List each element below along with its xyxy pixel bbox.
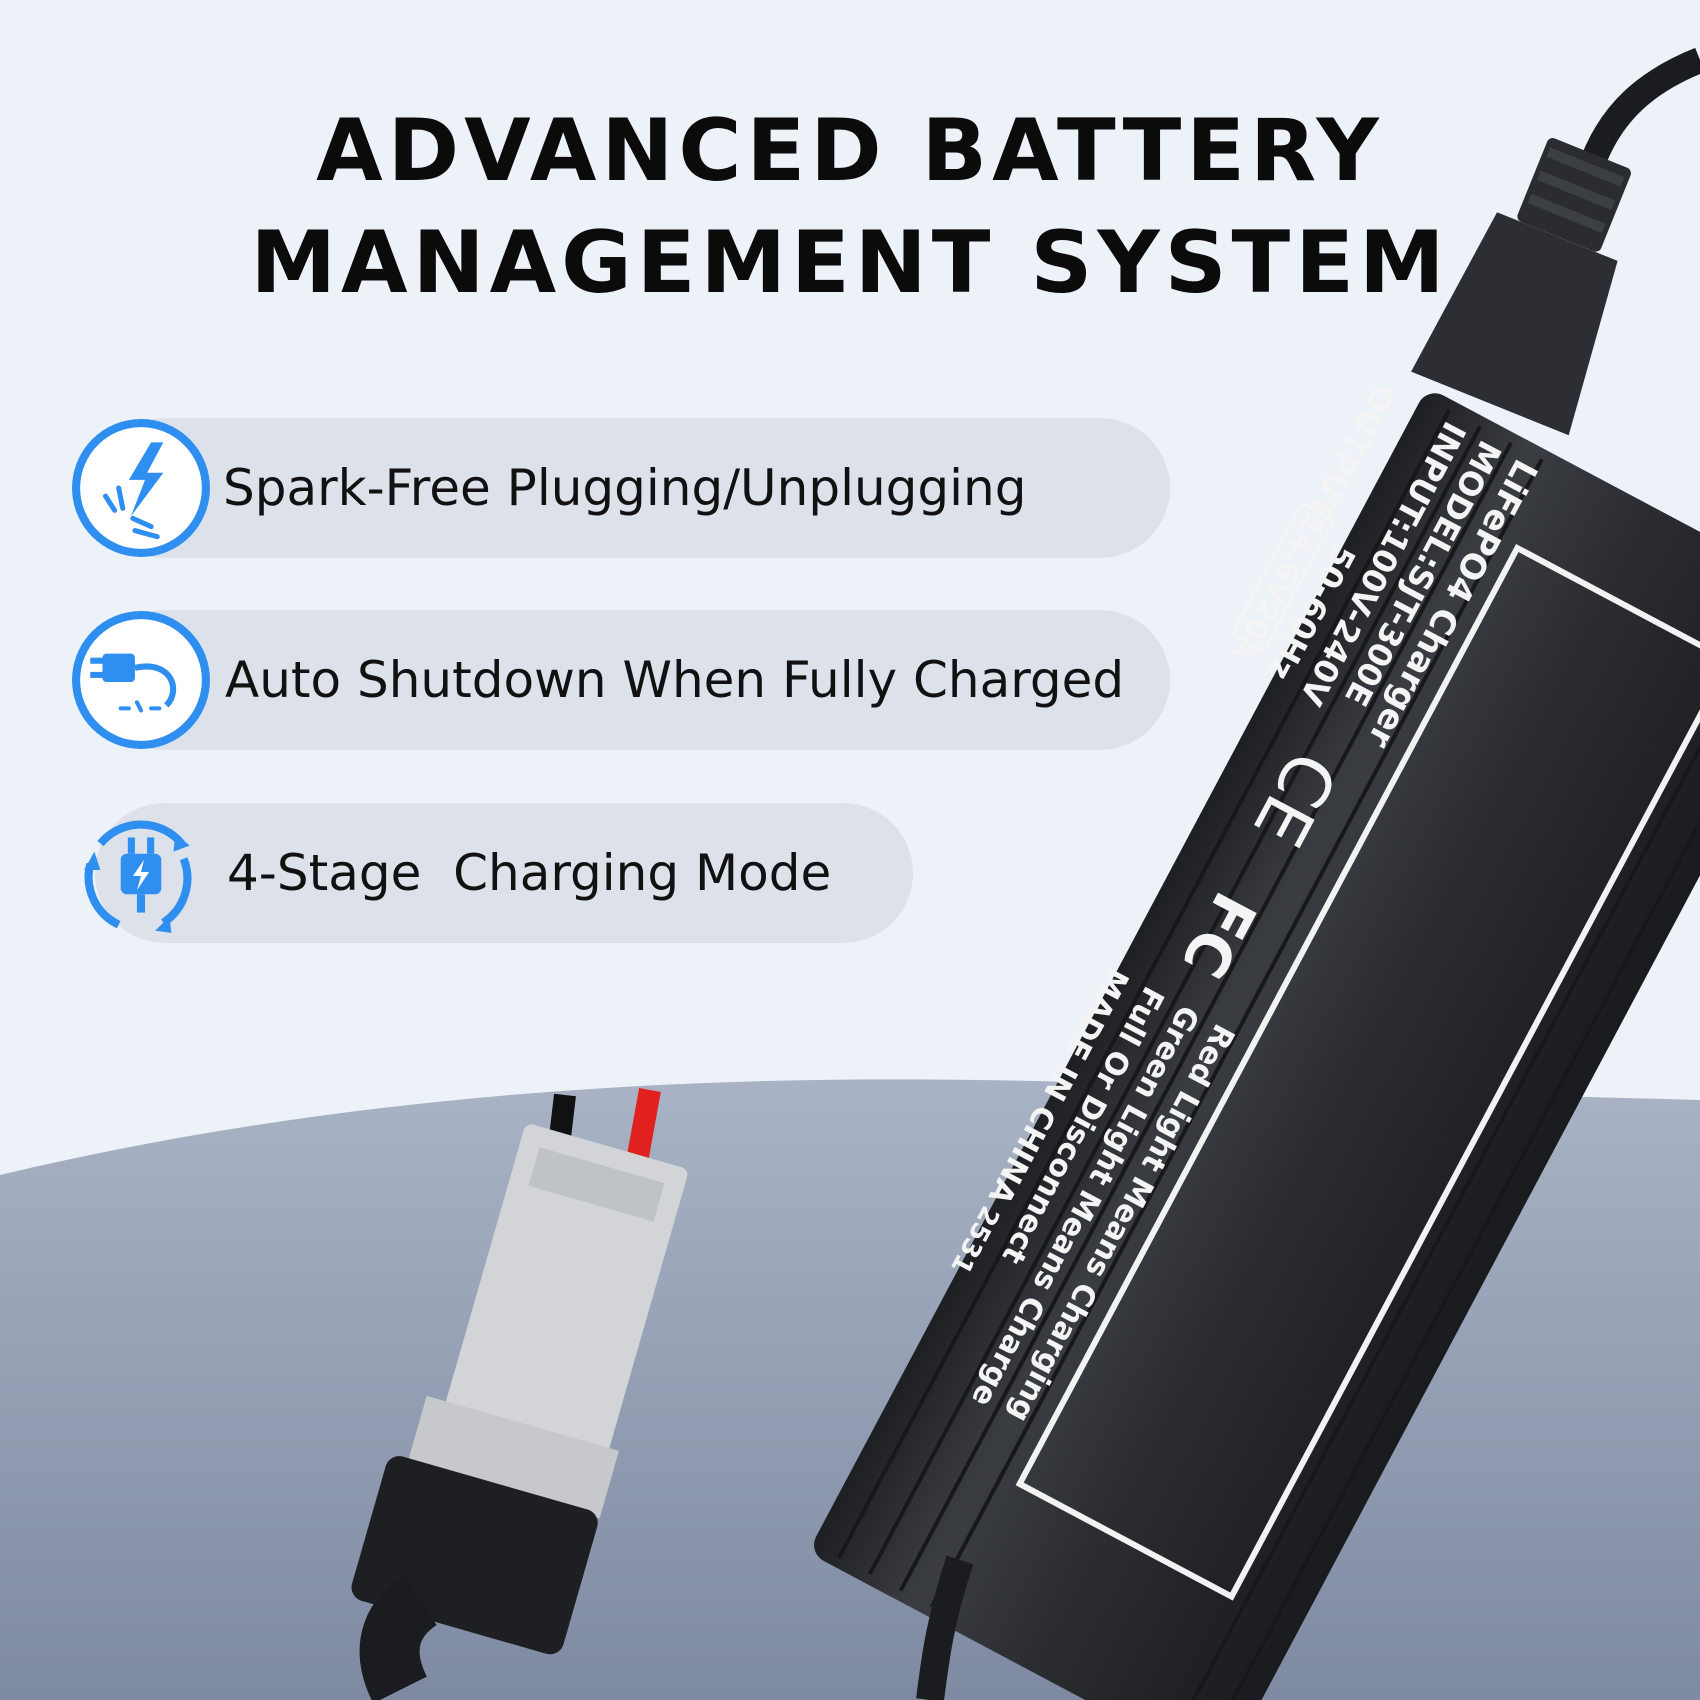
power-cord [1577, 47, 1700, 175]
spark-icon [72, 419, 210, 557]
feature-label: 4-Stage Charging Mode [227, 844, 832, 902]
output-box [1230, 500, 1336, 653]
power-plug [1411, 138, 1631, 436]
charging-cycle-icon [84, 820, 192, 933]
headline-line1: ADVANCED BATTERY [316, 101, 1384, 201]
feature-label: Spark-Free Plugging/Unplugging [223, 459, 1027, 517]
feature-pill-auto-shutdown: Auto Shutdown When Fully Charged [95, 610, 1170, 750]
feature-pill-spark-free: Spark-Free Plugging/Unplugging [95, 418, 1170, 558]
feature-label: Auto Shutdown When Fully Charged [225, 651, 1125, 709]
headline-line2: MANAGEMENT SYSTEM [250, 213, 1450, 313]
plug-disconnect-icon [72, 611, 210, 749]
feature-pill-four-stage: 4-Stage Charging Mode [95, 803, 913, 943]
charger-output-cord [916, 1555, 974, 1700]
charger-body [814, 393, 1700, 1700]
connector-cord [359, 1575, 438, 1700]
headline: ADVANCED BATTERY MANAGEMENT SYSTEM [0, 95, 1700, 319]
